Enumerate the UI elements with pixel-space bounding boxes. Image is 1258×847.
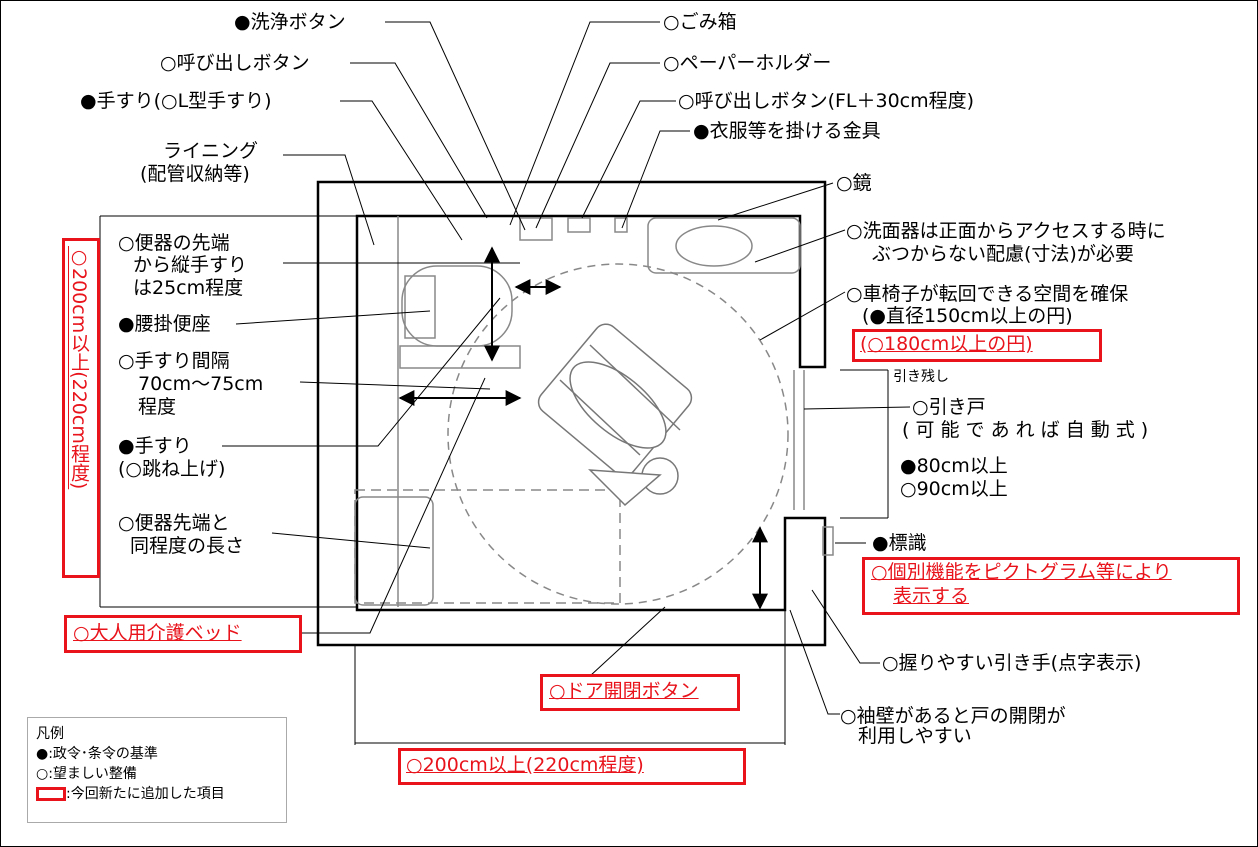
label-toilet-seat: ●腰掛便座 [118,313,211,335]
label-handrail-l: ●手すり(○L型手すり) [80,90,272,112]
label-adult-bed: ○大人用介護ベッド [73,622,242,644]
label-sliding-door-1: ○引き戸 [912,396,986,418]
label-turn-space-2: (●直径150cm以上の円) [862,305,1073,327]
legend-item-required: ●:政令･条令の基準 [36,746,158,762]
label-sign: ●標識 [872,532,927,554]
label-flush-button: ●洗浄ボタン [234,11,346,33]
label-trash: ○ごみ箱 [663,11,737,33]
label-rail-gap-1: ○手すり間隔 [118,350,230,372]
legend-item-new-label: :今回新たに追加した項目 [66,786,225,802]
label-sleeve-wall-2: 利用しやすい [858,725,972,747]
turning-circle [447,263,789,605]
label-pictogram-1: ○個別機能をピクトグラム等により [871,561,1172,583]
new-item-box-door-button [540,674,740,711]
label-door-pocket: 引き残し [893,369,949,385]
label-toilet-tip-3: は25cm程度 [133,277,244,299]
new-item-box-circle [852,329,1102,362]
label-washbasin-1: ○洗面器は正面からアクセスする時に [846,220,1166,242]
label-hook: ●衣服等を掛ける金具 [693,120,881,142]
legend-title: 凡例 [36,726,64,742]
label-pull-handle: ○握りやすい引き手(点字表示) [882,652,1142,674]
label-depth-dimension: ○200cm以上(220cm程度) [68,246,90,490]
label-door-button: ○ドア開閉ボタン [549,680,699,702]
label-sliding-door-2: ( 可 能 で あ れ ば 自 動 式 ) [902,419,1149,441]
leader-lines [222,21,911,715]
new-item-box-bed [64,615,302,653]
label-toilet-tip-2: から縦手すり [133,254,248,276]
label-toilet-tip-1: ○便器の先端 [118,232,230,254]
label-turn-space-1: ○車椅子が転回できる空間を確保 [846,283,1129,305]
legend: 凡例 ●:政令･条令の基準 ○:望ましい整備 :今回新たに追加した項目 [27,717,287,823]
new-item-box-depth [62,238,100,578]
label-handrail-flip-2: (○跳ね上げ) [118,458,226,480]
label-same-length-2: 同程度の長さ [130,535,245,557]
label-pictogram-2: 表示する [893,585,970,607]
label-rail-gap-2: 70cm～75cm [138,373,264,395]
label-washbasin-2: ぶつからない配慮(寸法)が必要 [872,243,1134,265]
label-lining-sub: (配管収納等) [140,163,250,185]
fixtures [354,216,834,607]
label-door-width-2: ○90cm以上 [900,478,1008,500]
legend-item-new: :今回新たに追加した項目 [36,784,278,804]
dimension-lines [99,215,889,745]
new-item-box-width [398,748,746,785]
label-call-button: ○呼び出しボタン [160,52,310,74]
label-sleeve-wall-1: ○袖壁があると戸の開閉が [840,705,1066,727]
label-same-length-1: ○便器先端と [118,512,230,534]
label-handrail-flip-1: ●手すり [118,435,192,457]
legend-item-desirable: ○:望ましい整備 [36,766,137,782]
new-item-box-pictogram [862,557,1240,615]
label-mirror: ○鏡 [836,172,872,194]
dimension-arrows [398,246,768,610]
label-door-width-1: ●80cm以上 [900,455,1008,477]
label-rail-gap-3: 程度 [138,396,177,418]
legend-red-swatch [36,787,66,801]
toilet-tank [404,275,436,339]
walls [316,180,827,647]
label-width-dimension: ○200cm以上(220cm程度) [406,754,644,776]
label-call-button-low: ○呼び出しボタン(FL＋30cm程度) [678,90,975,112]
label-paper-holder: ○ペーパーホルダー [663,52,832,74]
label-turn-space-3: (○180cm以上の円) [860,333,1033,355]
wheelchair-figure [537,323,693,507]
label-lining: ライニング [163,140,259,162]
toilet-bowl [401,265,513,347]
